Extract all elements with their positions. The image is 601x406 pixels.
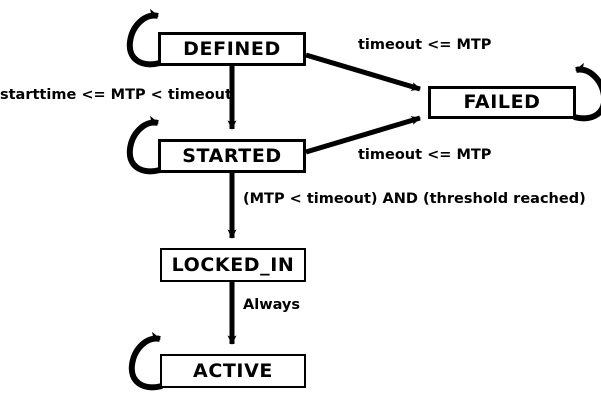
edge-started-self-loop: [126, 115, 161, 175]
state-label-defined: DEFINED: [183, 37, 281, 60]
state-node-locked-in[interactable]: LOCKED_IN: [160, 248, 306, 282]
state-label-started: STARTED: [182, 144, 282, 167]
state-node-started[interactable]: STARTED: [158, 139, 306, 173]
edge-label-started-to-failed: timeout <= MTP: [358, 147, 492, 163]
edge-active-self-loop: [128, 331, 163, 391]
state-node-active[interactable]: ACTIVE: [160, 354, 306, 388]
edge-label-started-to-locked-in: (MTP < timeout) AND (threshold reached): [243, 191, 586, 207]
edge-defined-to-failed: [305, 52, 421, 92]
state-label-active: ACTIVE: [193, 359, 273, 382]
state-node-failed[interactable]: FAILED: [428, 86, 576, 119]
state-node-defined[interactable]: DEFINED: [158, 32, 306, 66]
edge-failed-self-loop: [573, 62, 601, 122]
edge-label-defined-to-started: starttime <= MTP < timeout: [0, 87, 232, 103]
state-label-locked-in: LOCKED_IN: [171, 253, 295, 276]
edge-label-locked-in-to-active: Always: [243, 297, 301, 313]
edge-label-defined-to-failed: timeout <= MTP: [358, 37, 492, 53]
state-label-failed: FAILED: [463, 91, 541, 113]
edge-started-to-failed: [305, 115, 421, 155]
edge-defined-self-loop: [126, 8, 161, 68]
